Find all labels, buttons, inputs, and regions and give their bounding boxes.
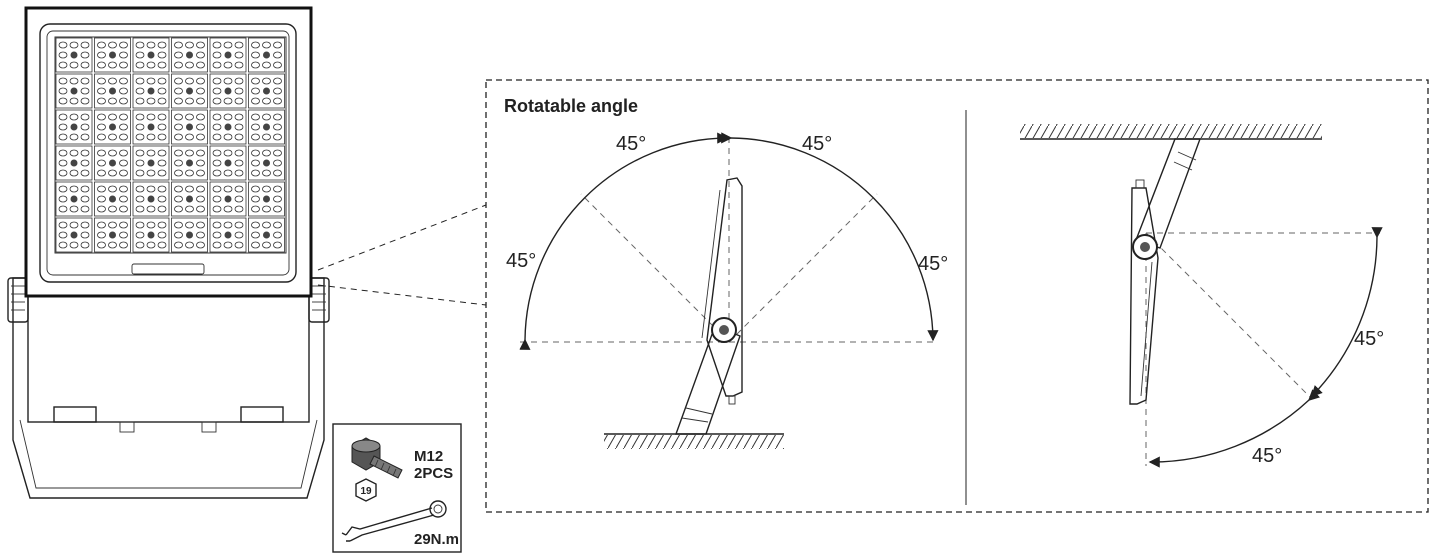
led-module-array [54,36,287,254]
wrench-icon [341,500,447,542]
mounting-bracket [12,277,325,499]
housing-foot-right [240,406,284,423]
guide-diagonal-ceiling [1145,232,1312,399]
angle-label-upper: 45° [1354,328,1384,350]
hardware-kit-box: M12 2PCS 19 29N.m [332,423,462,553]
rotation-arc-left [519,132,729,350]
guide-diagonal-right [728,193,878,343]
ceiling-hatch-icon [1020,124,1322,138]
callout-leader-lower [317,284,487,306]
rotation-arc-lower [1148,389,1320,468]
rotation-callout-box [485,79,1429,513]
ceiling-mount-view: 45° 45° [1020,124,1384,468]
cable-gland-left [119,421,135,433]
hex-size-icon: 19 [355,478,377,502]
angle-label-side-left: 45° [506,250,536,272]
lens-clip [131,263,205,275]
bolt-qty-label: 2PCS [414,465,453,482]
angle-label-side-right: 45° [918,253,948,275]
ceiling-bracket-arm [1135,138,1202,249]
bolt-size-label: M12 [414,448,443,465]
guide-diagonal-left [580,193,730,343]
angle-label-top-left: 45° [616,133,646,155]
angle-label-lower: 45° [1252,445,1282,467]
ceiling-lamp-body [1129,187,1159,405]
cable-gland-right [201,421,217,433]
lamp-bezel [39,23,297,283]
bolt-icon [351,437,403,479]
rotation-arc-upper [1311,227,1383,398]
housing-foot-left [53,406,97,423]
wrench-size-label: 19 [360,486,372,497]
rotation-arc-right [721,132,939,342]
ground-lamp-body [706,177,743,397]
torque-label: 29N.m [414,531,459,548]
ground-mount-view: 45° 45° 45° 45° [506,132,948,449]
bracket-inner-edge [19,419,318,489]
angle-label-top-right: 45° [802,133,832,155]
driver-housing [27,295,310,423]
rotatable-angle-title: Rotatable angle [504,96,638,116]
hardware-box-frame [332,423,462,553]
ground-hatch-icon [604,435,784,449]
ground-bracket-arm [675,325,741,435]
callout-leader-upper [317,204,487,271]
floodlight-front-view [7,6,330,499]
